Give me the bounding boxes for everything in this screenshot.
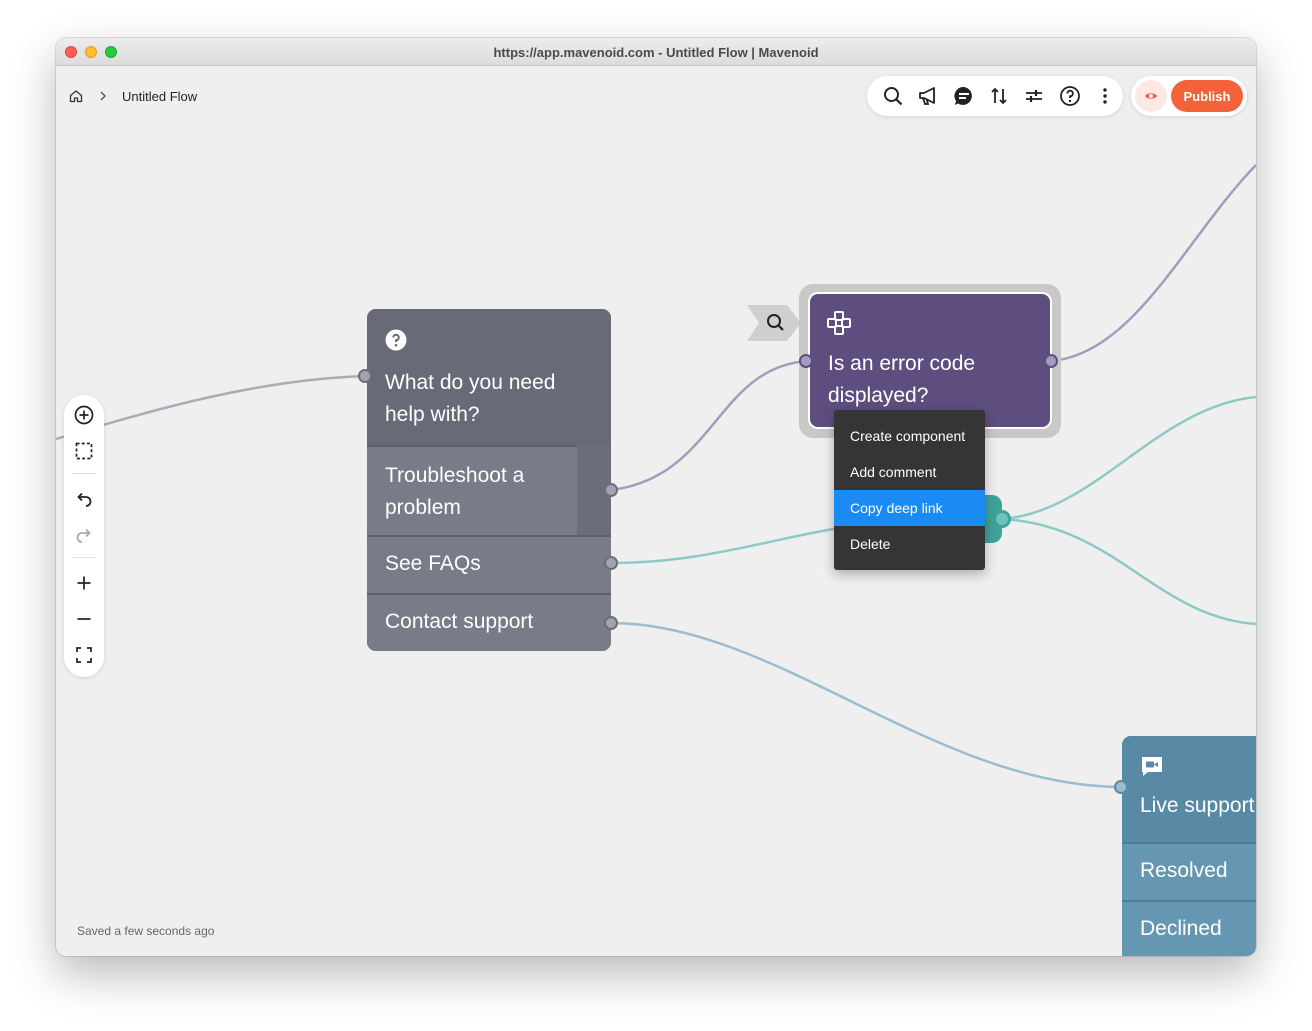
megaphone-icon [919,87,936,105]
troubleshoot-output-port[interactable] [604,483,618,497]
menu-delete[interactable]: Delete [850,536,891,552]
option-declined[interactable]: Declined [1122,900,1256,956]
option-see-faqs[interactable]: See FAQs [367,535,611,593]
redo-button[interactable] [68,519,100,551]
fit-view-button[interactable] [68,639,100,671]
question-node[interactable]: What do you need help with? Troubleshoot… [367,309,611,651]
video-chat-icon [1142,757,1162,776]
more-icon [1103,88,1107,104]
component-icon [827,311,851,335]
sort-button[interactable] [981,78,1016,114]
chat-icon [954,86,972,105]
fullscreen-icon [76,647,92,663]
decision-node[interactable]: Is an error code displayed? [808,292,1052,429]
question-input-port[interactable] [358,369,372,383]
save-status: Saved a few seconds ago [77,924,215,938]
hidden-node-edge [982,495,1002,543]
sliders-icon [1026,90,1043,102]
app-window: https://app.mavenoid.com - Untitled Flow… [56,38,1256,956]
close-window-button[interactable] [65,46,77,58]
undo-button[interactable] [68,483,100,515]
home-icon[interactable] [68,88,84,104]
live-support-node[interactable]: Live support Resolved Declined [1122,736,1256,956]
publish-button[interactable]: Publish [1171,80,1243,112]
minus-icon [77,618,91,620]
eye-icon [1145,93,1157,99]
decision-output-port[interactable] [1044,354,1058,368]
search-button[interactable] [875,78,910,114]
live-support-header: Live support [1122,736,1256,842]
chevron-right-icon [100,91,106,101]
option-contact-support[interactable]: Contact support [367,593,611,651]
selection-icon [75,442,93,460]
live-support-input-port[interactable] [1114,780,1128,794]
more-button[interactable] [1088,78,1123,114]
edges-layer [56,164,1256,789]
help-button[interactable] [1052,78,1087,114]
edge-teal-down [1001,517,1256,626]
breadcrumb: Untitled Flow [68,87,197,105]
decision-input-port[interactable] [799,354,813,368]
contact-output-port[interactable] [604,616,618,630]
publish-group: Publish [1131,76,1247,116]
undo-icon [77,492,92,507]
option-resolved[interactable]: Resolved [1122,842,1256,900]
minimize-window-button[interactable] [85,46,97,58]
sort-icon [991,87,1007,105]
question-icon [385,329,407,351]
edge-faqs [610,525,847,565]
window-title: https://app.mavenoid.com - Untitled Flow… [493,45,819,60]
top-toolbar [867,76,1123,116]
context-menu: Create component Add comment Copy deep l… [834,410,985,570]
menu-copy-deep-link[interactable]: Copy deep link [834,490,985,526]
flow-canvas[interactable]: Untitled Flow [56,67,1256,956]
live-support-title: Live support [1140,794,1255,817]
edge-decision-out [1051,164,1256,363]
announcements-button[interactable] [910,78,945,114]
maximize-window-button[interactable] [105,46,117,58]
menu-add-comment[interactable]: Add comment [850,464,937,480]
canvas-tools [64,395,104,677]
question-node-title: What do you need help with? [385,371,556,426]
title-bar: https://app.mavenoid.com - Untitled Flow… [56,38,1256,66]
search-icon [883,87,902,106]
decision-node-title: Is an error code displayed? [828,352,976,407]
redo-icon [76,528,91,543]
edge-teal-up [1001,395,1256,521]
zoom-out-button[interactable] [68,603,100,635]
faqs-output-port[interactable] [604,556,618,570]
preview-button[interactable] [1135,80,1167,112]
edge-contact [610,621,1123,789]
tools-divider [72,557,96,558]
select-area-button[interactable] [68,435,100,467]
hidden-node-port[interactable] [993,510,1011,528]
edge-troubleshoot [610,359,809,492]
filters-button[interactable] [1017,78,1052,114]
plus-circle-icon [74,405,94,425]
search-tag-icon[interactable] [747,305,801,341]
add-node-button[interactable] [68,399,100,431]
plus-icon [77,576,91,590]
menu-create-component[interactable]: Create component [850,428,966,444]
help-icon [1059,86,1080,106]
zoom-in-button[interactable] [68,567,100,599]
breadcrumb-current[interactable]: Untitled Flow [122,88,198,104]
tools-divider [72,473,96,474]
question-node-header: What do you need help with? [367,309,611,445]
chat-button[interactable] [946,78,981,114]
option-troubleshoot[interactable]: Troubleshoot a problem [367,445,577,535]
